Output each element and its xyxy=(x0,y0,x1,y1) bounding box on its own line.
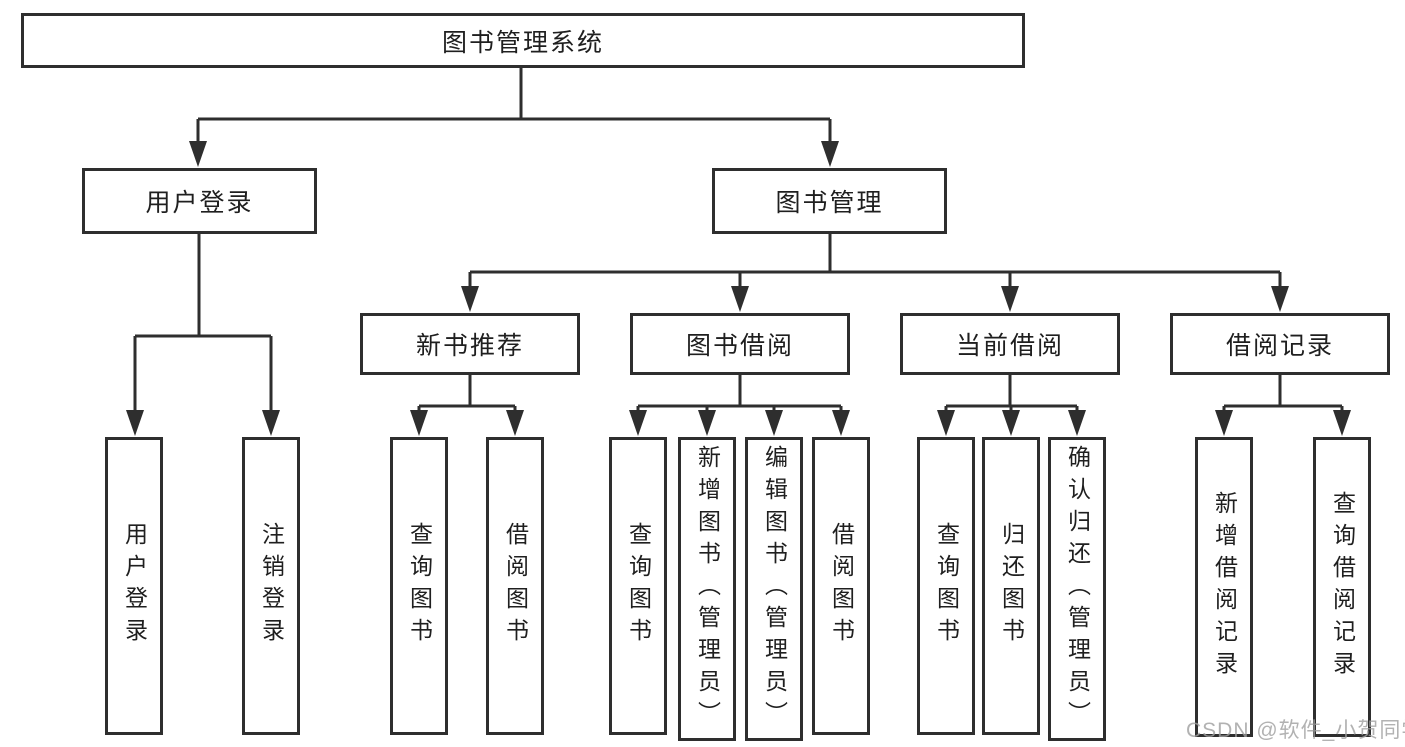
leaf-logout: 注销登录 xyxy=(242,437,300,735)
connector-root-to-level2 xyxy=(196,68,832,144)
leaf-return-book: 归还图书 xyxy=(982,437,1040,735)
leaf-borrow-books: 借阅图书 xyxy=(812,437,870,735)
arrow-down-icon xyxy=(262,410,280,436)
node-book-management: 图书管理 xyxy=(712,168,947,234)
leaf-query-books-borrow: 查询图书 xyxy=(609,437,667,735)
connector-new-book-recommend-to-leaves xyxy=(417,375,517,413)
connector-current-borrow-to-leaves xyxy=(944,375,1079,413)
arrow-down-icon xyxy=(937,410,955,436)
arrow-down-icon xyxy=(1215,410,1233,436)
arrow-down-icon xyxy=(1333,410,1351,436)
arrow-down-icon xyxy=(629,410,647,436)
leaf-query-borrow-record: 查询借阅记录 xyxy=(1313,437,1371,737)
leaf-query-books-current: 查询图书 xyxy=(917,437,975,735)
arrow-down-icon xyxy=(698,410,716,436)
arrow-down-icon xyxy=(765,410,783,436)
node-new-book-recommend: 新书推荐 xyxy=(360,313,580,375)
leaf-borrow-books-recommend: 借阅图书 xyxy=(486,437,544,735)
arrow-down-icon xyxy=(1001,286,1019,312)
connector-book-management-to-level3 xyxy=(468,234,1282,289)
arrow-down-icon xyxy=(410,410,428,436)
node-borrow-records: 借阅记录 xyxy=(1170,313,1390,375)
connector-book-borrow-to-leaves xyxy=(636,375,843,413)
arrow-down-icon xyxy=(731,286,749,312)
node-current-borrow: 当前借阅 xyxy=(900,313,1120,375)
arrow-down-icon xyxy=(832,410,850,436)
leaf-add-book-admin: 新增图书（管理员） xyxy=(678,437,736,741)
leaf-query-books-recommend: 查询图书 xyxy=(390,437,448,735)
arrow-down-icon xyxy=(461,286,479,312)
leaf-confirm-return-admin: 确认归还（管理员） xyxy=(1048,437,1106,741)
watermark: CSDN @软件_小贺同学 xyxy=(1186,719,1405,742)
arrow-down-icon xyxy=(1002,410,1020,436)
leaf-add-borrow-record: 新增借阅记录 xyxy=(1195,437,1253,737)
leaf-edit-book-admin: 编辑图书（管理员） xyxy=(745,437,803,741)
arrow-down-icon xyxy=(1068,410,1086,436)
leaf-user-login: 用户登录 xyxy=(105,437,163,735)
node-user-login: 用户登录 xyxy=(82,168,317,234)
arrow-down-icon xyxy=(126,410,144,436)
arrow-down-icon xyxy=(189,141,207,167)
arrow-down-icon xyxy=(1271,286,1289,312)
connector-borrow-records-to-leaves xyxy=(1222,375,1344,413)
node-book-borrow: 图书借阅 xyxy=(630,313,850,375)
arrow-down-icon xyxy=(506,410,524,436)
arrow-down-icon xyxy=(821,141,839,167)
node-library-management-system: 图书管理系统 xyxy=(21,13,1025,68)
connector-user-login-to-leaves xyxy=(133,234,273,413)
